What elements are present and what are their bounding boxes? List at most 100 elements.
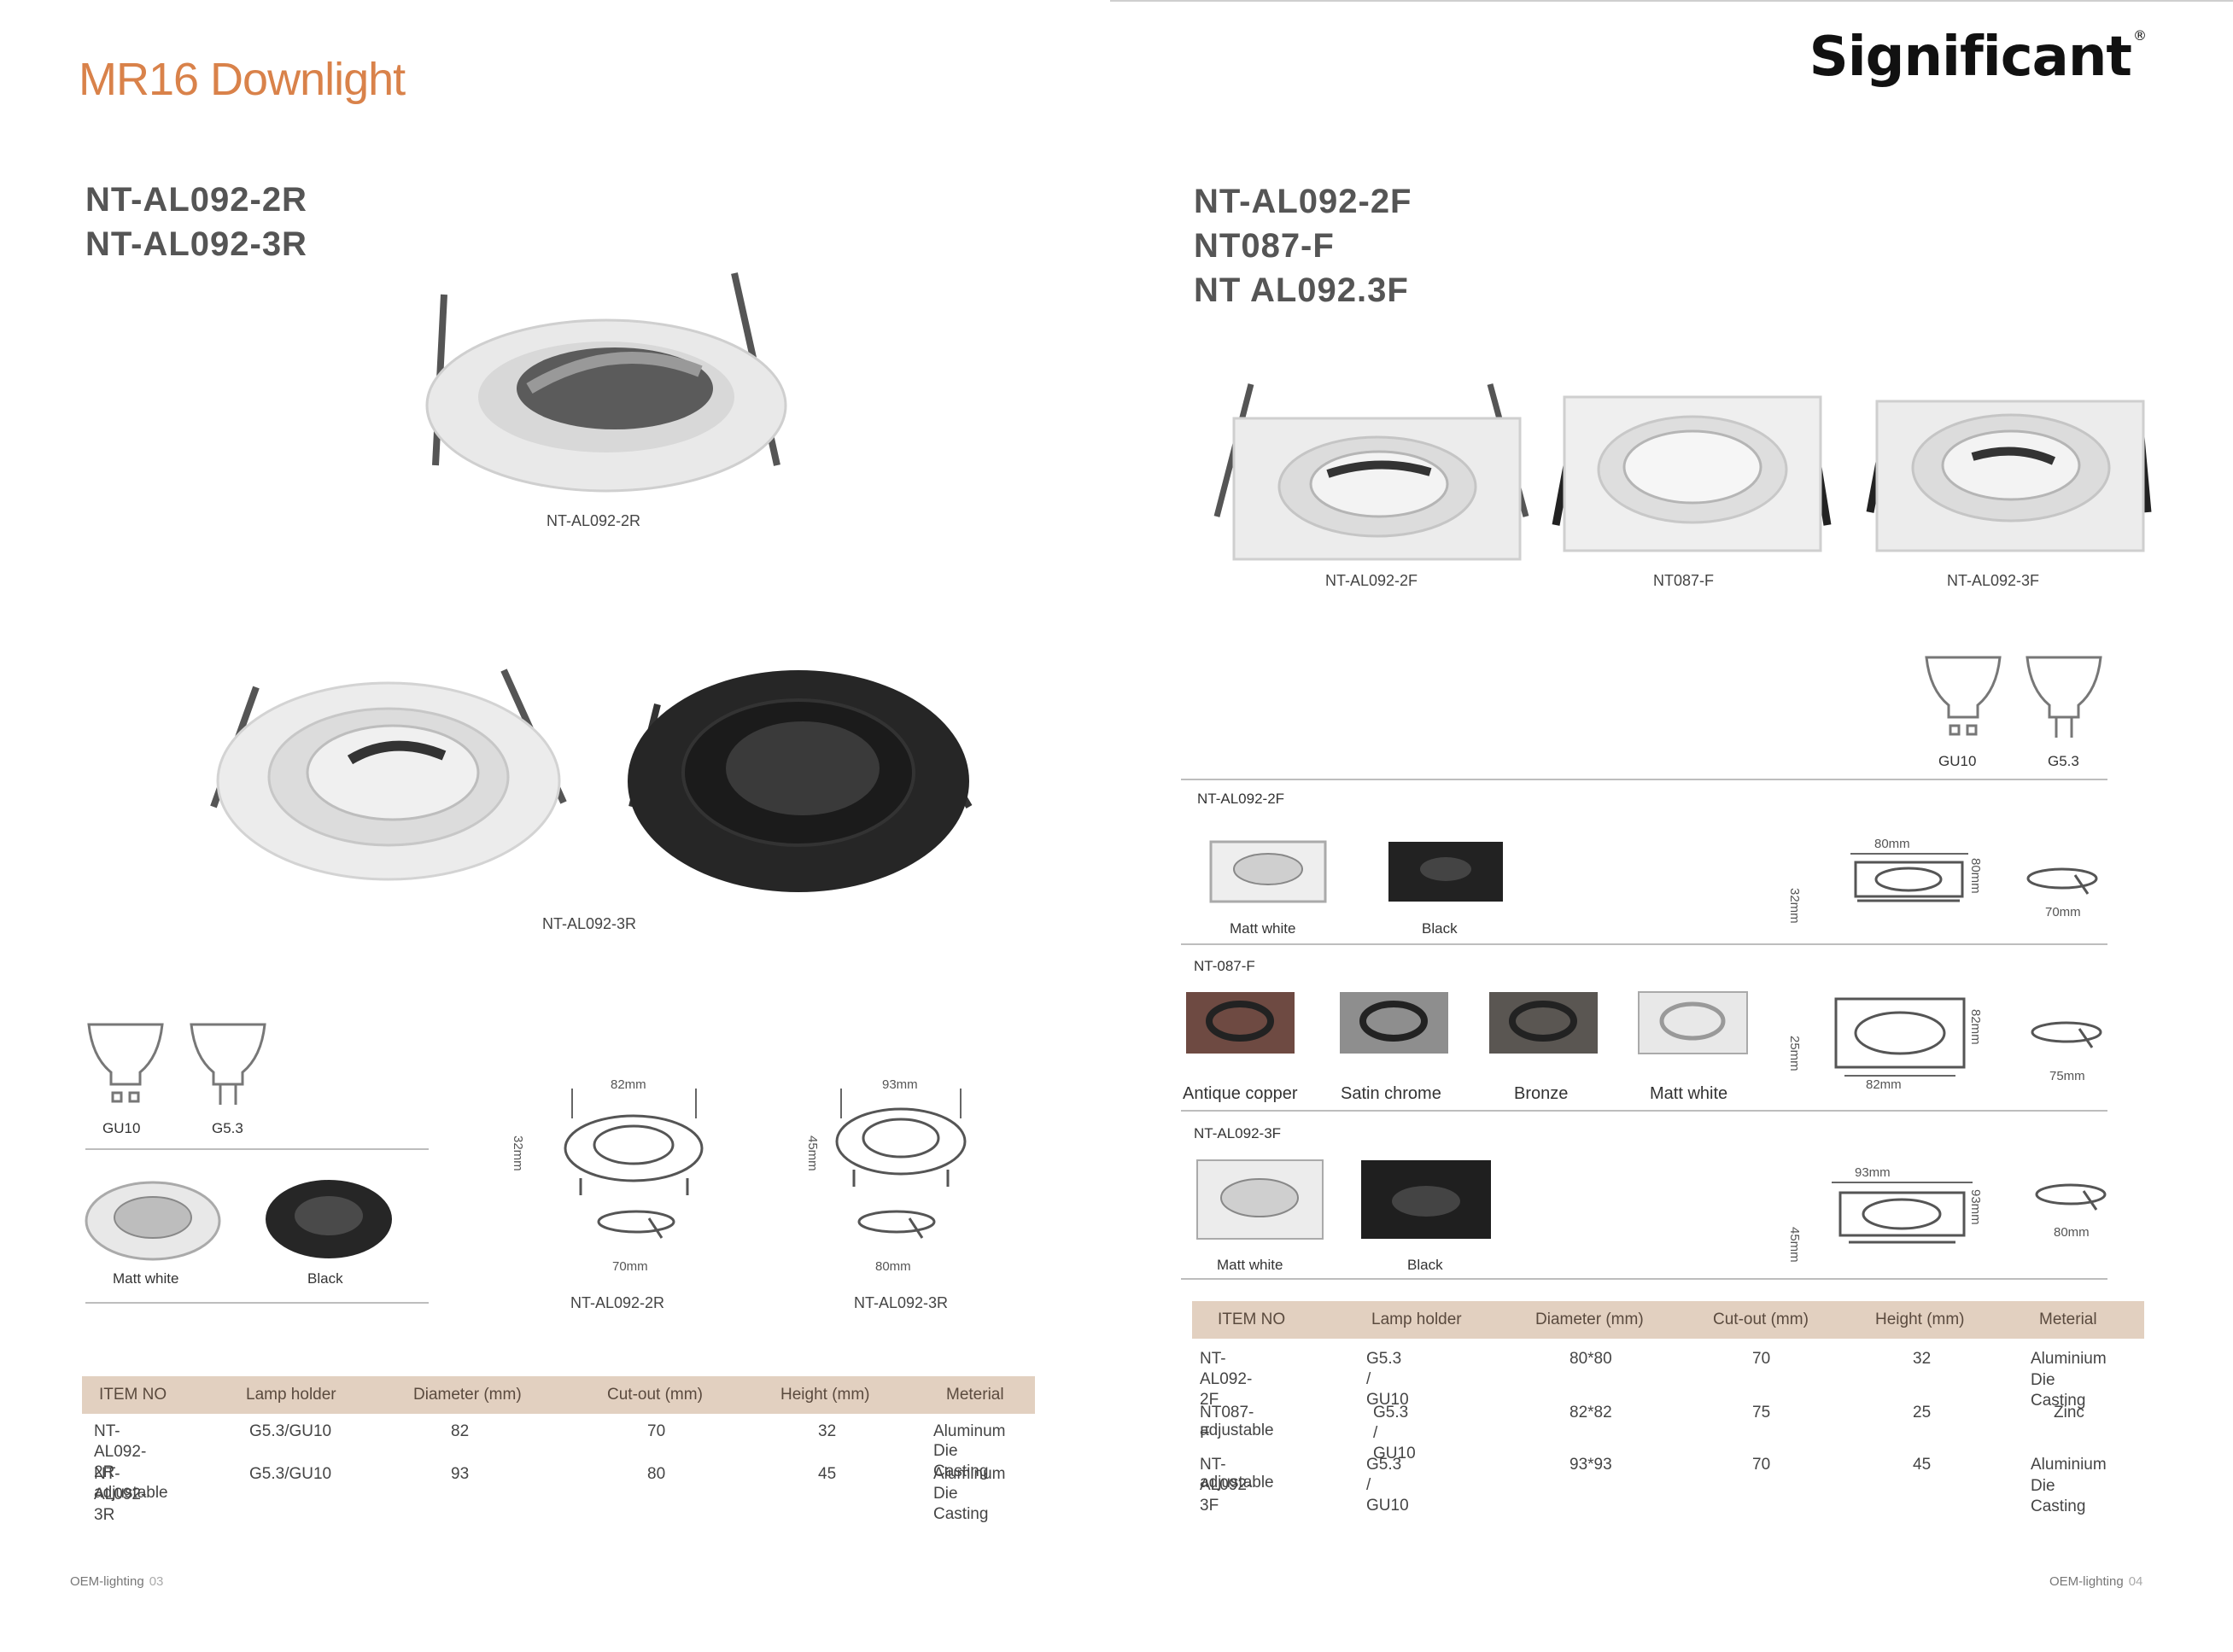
right-footer: OEM-lighting 04 xyxy=(2049,1574,2142,1589)
dim-depth-nt087f: 82mm xyxy=(1968,1009,1983,1045)
cell-material-line2: Die Casting xyxy=(2031,1477,2086,1515)
left-heading-line: NT-AL092-2R xyxy=(85,181,307,219)
tech-drawing-3f xyxy=(1832,1182,1973,1244)
col-material: Meterial xyxy=(2039,1311,2097,1328)
cell-item-sub: adjustable xyxy=(1200,1421,1274,1439)
cutout-ring-2f xyxy=(2026,867,2098,895)
cell-cutout: 75 xyxy=(1752,1404,1771,1421)
cell-height: 45 xyxy=(818,1465,837,1483)
finish-label-matt-white: Matt white xyxy=(113,1270,179,1287)
cell-material-line2: Die Casting xyxy=(2031,1371,2086,1410)
cell-height: 32 xyxy=(818,1422,837,1440)
dim-height-3f: 45mm xyxy=(1787,1227,1802,1263)
cell-item-sub: adjustable xyxy=(94,1484,168,1502)
left-spec-table-header: ITEM NO Lamp holder Diameter (mm) Cut-ou… xyxy=(82,1376,1035,1414)
gu10-bulb-icon xyxy=(1925,656,2002,736)
page-number: 03 xyxy=(149,1574,164,1589)
product-photo-2f xyxy=(1213,383,1529,561)
cell-holder: G5.3/GU10 xyxy=(249,1422,332,1440)
tech-drawing-2r xyxy=(564,1089,704,1195)
g53-bulb-icon xyxy=(190,1023,266,1105)
footer-label: OEM-lighting xyxy=(2049,1574,2124,1589)
cutout-ring-2r xyxy=(597,1210,675,1239)
dim-cutout-3f: 80mm xyxy=(2054,1225,2090,1240)
cell-height: 32 xyxy=(1913,1350,1932,1368)
cell-holder: G5.3/GU10 xyxy=(249,1465,332,1483)
g53-bulb-icon xyxy=(2025,656,2102,738)
cell-diameter: 80*80 xyxy=(1570,1350,1612,1368)
tech-drawing-nt087f xyxy=(1834,997,1966,1077)
finish-label-matt-white: Matt white xyxy=(1650,1084,1728,1103)
cell-material: Aluminum xyxy=(933,1465,1006,1483)
cell-item: NT-AL092-2F xyxy=(1200,1350,1253,1409)
cell-material: Aluminum xyxy=(933,1422,1006,1440)
divider xyxy=(1181,1110,2107,1112)
section-title: MR16 Downlight xyxy=(79,54,406,105)
cell-diameter: 82*82 xyxy=(1570,1404,1612,1421)
cell-item: NT-AL092-3F xyxy=(1200,1456,1253,1515)
dim-width-nt087f: 82mm xyxy=(1866,1077,1902,1092)
dim-width-3f: 93mm xyxy=(1855,1165,1891,1180)
cell-material-line2: Die Casting xyxy=(933,1485,989,1523)
left-heading: NT-AL092-2R NT-AL092-3R xyxy=(85,178,307,266)
col-height: Height (mm) xyxy=(780,1386,870,1404)
cell-item: NT087-F xyxy=(1200,1404,1254,1442)
finish-swatch-matt-white xyxy=(85,1181,221,1261)
col-height: Height (mm) xyxy=(1875,1311,1965,1328)
group-label: NT-AL092-2F xyxy=(1197,791,1285,807)
dim-depth-2f: 80mm xyxy=(1968,858,1983,894)
right-heading: NT-AL092-2F NT087-F NT AL092.3F xyxy=(1194,179,1412,312)
page-number: 04 xyxy=(2128,1574,2143,1589)
drawing-caption-3r: NT-AL092-3R xyxy=(854,1294,949,1311)
finish-swatch-satin-chrome xyxy=(1340,992,1448,1054)
dim-height-3r: 45mm xyxy=(805,1135,820,1171)
cell-cutout: 80 xyxy=(647,1465,666,1483)
group-label: NT-087-F xyxy=(1194,958,1255,974)
cell-holder: G5.3 / GU10 xyxy=(1373,1404,1416,1462)
cell-holder: G5.3 / GU10 xyxy=(1366,1350,1409,1409)
finish-label-black: Black xyxy=(307,1270,343,1287)
col-diameter: Diameter (mm) xyxy=(1535,1311,1644,1328)
cell-material-line2: Die Casting xyxy=(933,1442,989,1480)
product-photo-3f xyxy=(1866,400,2152,552)
dim-cutout-nt087f: 75mm xyxy=(2049,1069,2085,1083)
finish-swatch-matt-white xyxy=(1209,840,1327,903)
bulb-label-g53: G5.3 xyxy=(212,1120,243,1136)
finish-label-matt-white: Matt white xyxy=(1230,920,1296,937)
dim-height-nt087f: 25mm xyxy=(1787,1036,1802,1071)
product-photo-3r-black xyxy=(628,670,973,892)
brand-logo: Significant® xyxy=(1809,26,2147,89)
finish-swatch-matt-white xyxy=(1196,1159,1324,1240)
cutout-ring-3f xyxy=(2035,1183,2107,1211)
cell-height: 45 xyxy=(1913,1456,1932,1474)
finish-label-bronze: Bronze xyxy=(1514,1084,1569,1103)
finish-swatch-black xyxy=(1361,1160,1491,1239)
cell-height: 25 xyxy=(1913,1404,1932,1421)
photo-caption-nt087f: NT087-F xyxy=(1653,572,1715,589)
cell-diameter: 93 xyxy=(451,1465,470,1483)
col-cutout: Cut-out (mm) xyxy=(607,1386,703,1404)
divider xyxy=(1181,943,2107,945)
top-rule xyxy=(1110,0,2233,2)
product-photo-3r-white xyxy=(210,668,567,881)
cell-cutout: 70 xyxy=(1752,1350,1771,1368)
right-spec-table-header: ITEM NO Lamp holder Diameter (mm) Cut-ou… xyxy=(1192,1301,2144,1339)
dim-width-3r: 93mm xyxy=(882,1077,918,1092)
col-item-no: ITEM NO xyxy=(1218,1311,1286,1328)
dim-cutout-2r: 70mm xyxy=(612,1259,648,1274)
drawing-caption-2r: NT-AL092-2R xyxy=(570,1294,665,1311)
cell-material: Aluminium xyxy=(2031,1456,2107,1474)
cutout-ring-3r xyxy=(857,1210,936,1239)
right-heading-line: NT AL092.3F xyxy=(1194,271,1409,309)
left-heading-line: NT-AL092-3R xyxy=(85,225,307,263)
photo-caption-2r: NT-AL092-2R xyxy=(547,512,641,529)
dim-depth-3f: 93mm xyxy=(1968,1189,1983,1225)
right-heading-line: NT087-F xyxy=(1194,227,1335,265)
cell-diameter: 93*93 xyxy=(1570,1456,1612,1474)
cell-material: Zinc xyxy=(2054,1404,2084,1421)
finish-swatch-black xyxy=(1388,842,1503,902)
dim-width-2r: 82mm xyxy=(611,1077,646,1092)
footer-label: OEM-lighting xyxy=(70,1574,144,1589)
right-heading-line: NT-AL092-2F xyxy=(1194,183,1412,220)
finish-swatch-matt-white xyxy=(1638,991,1748,1054)
